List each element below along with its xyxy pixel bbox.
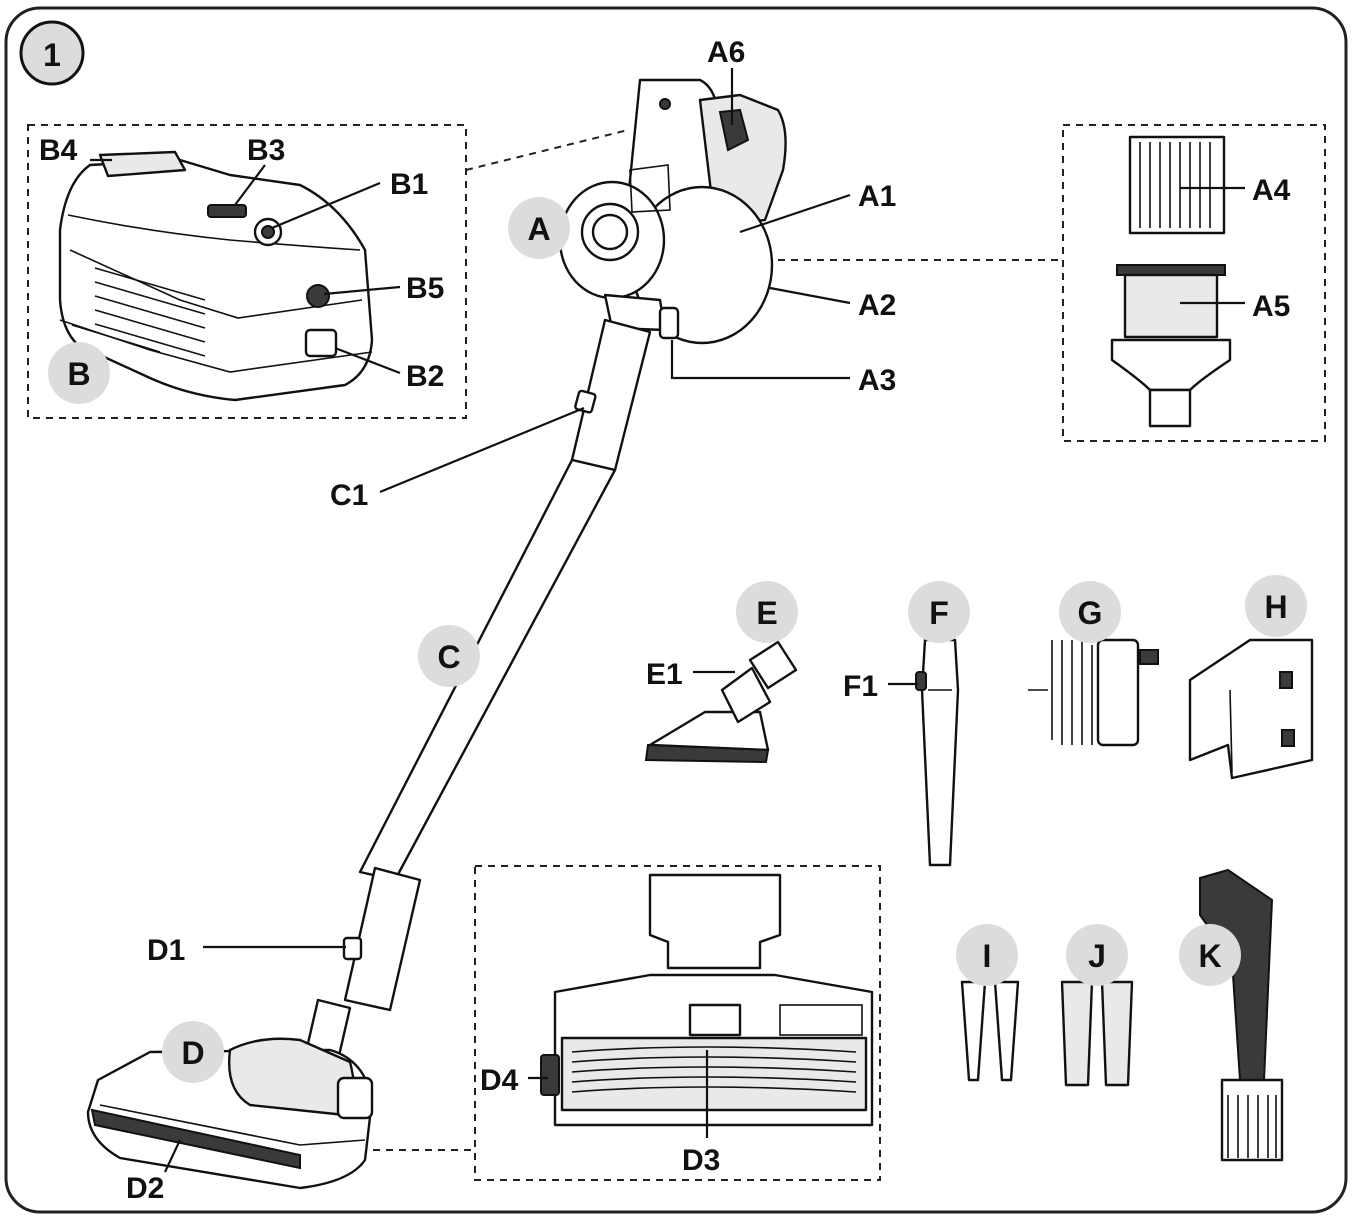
wall-plugs-drawing [1060,980,1134,1087]
badge-J: J [1066,924,1128,986]
detail-box-filters [1062,124,1326,442]
label-A1: A1 [858,180,896,213]
label-D3: D3 [682,1144,720,1177]
label-B3: B3 [247,134,285,167]
wall-mount-drawing [1188,638,1314,780]
badge-G: G [1059,581,1121,643]
label-A5: A5 [1252,290,1290,323]
badge-H: H [1245,575,1307,637]
svg-text:D: D [181,1035,204,1071]
cleaning-brush-drawing [1199,868,1284,1162]
detail-box-battery [27,124,467,419]
label-E1: E1 [646,658,683,691]
label-A3: A3 [858,364,896,397]
extension-tube-drawing [304,318,652,1062]
crevice-tool-drawing [915,638,960,867]
svg-text:K: K [1198,938,1221,974]
badge-A: A [508,197,570,259]
svg-text:I: I [983,938,992,974]
badge-D: D [162,1021,224,1083]
label-B1: B1 [390,168,428,201]
badge-I: I [956,924,1018,986]
outer-frame [4,6,1348,1214]
badge-F: F [908,581,970,643]
floor-head-drawing [86,1037,374,1190]
charger-drawing [1028,638,1159,747]
main-unit-drawing [558,78,787,345]
svg-text:1: 1 [43,37,61,73]
badge-C: C [418,625,480,687]
figure-number-badge: 1 [19,20,85,86]
badge-E: E [736,581,798,643]
label-D4: D4 [480,1064,519,1097]
label-B4: B4 [39,134,78,167]
screws-drawing [960,980,1020,1082]
label-F1: F1 [843,670,878,703]
filter-a4-drawing [1128,135,1226,235]
svg-text:G: G [1078,595,1103,631]
label-D1: D1 [147,934,185,967]
leader-lines [90,68,1245,1173]
label-A2: A2 [858,289,896,322]
svg-text:H: H [1264,589,1287,625]
svg-text:C: C [437,639,460,675]
svg-text:A: A [527,211,550,247]
label-B5: B5 [406,272,444,305]
floor-head-detail-drawing [540,873,874,1127]
badge-K: K [1179,924,1241,986]
leader-battery-link [465,129,629,171]
svg-text:B: B [67,356,90,392]
svg-text:F: F [929,595,949,631]
badge-B: B [48,342,110,404]
label-D2: D2 [126,1172,164,1205]
label-A4: A4 [1252,174,1291,207]
brush-tool-drawing [644,640,798,764]
svg-text:E: E [756,595,777,631]
detail-box-floor-head [474,865,881,1181]
label-B2: B2 [406,360,444,393]
filter-a5-drawing [1110,264,1232,428]
label-A6: A6 [707,36,745,69]
label-C1: C1 [330,479,368,512]
svg-text:J: J [1088,938,1106,974]
